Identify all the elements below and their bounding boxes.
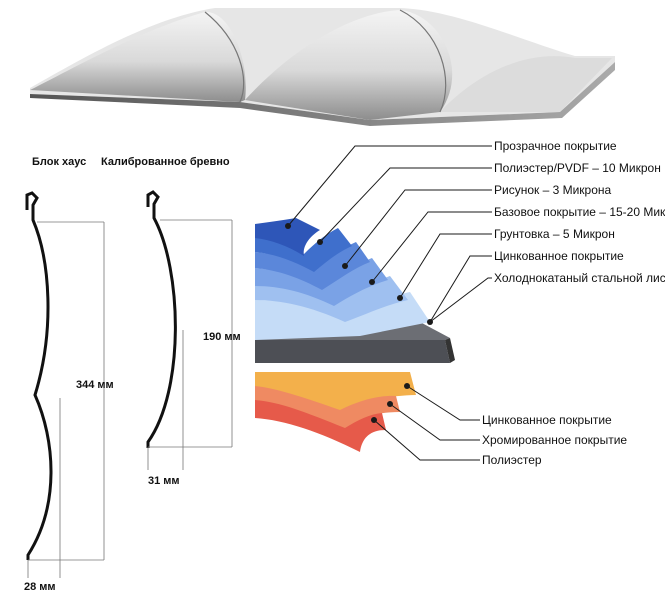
calibrated-log-depth-label: 31 мм [148,475,180,487]
block-house-height-label: 344 мм [76,379,114,391]
layer-label-primer: Грунтовка – 5 Микрон [494,227,615,241]
polyester-layer [255,228,352,294]
steel-sheet-front [255,340,450,363]
clear-coat-layer [255,218,320,282]
block-house-depth-label: 28 мм [24,581,56,593]
layer-label-zinc: Цинкованное покрытие [494,249,624,263]
block-house-profile [25,191,105,578]
bottom-polyester-layer [255,400,386,452]
leader-lines-bottom [373,385,480,461]
leader-lines-top [287,145,492,323]
bottom-label-polyester: Полиэстер [482,453,542,467]
calibrated-log-profile [146,190,233,470]
layer-label-clear-coat: Прозрачное покрытие [494,139,617,153]
layer-label-base-coat: Базовое покрытие – 15-20 Микрон [494,205,665,219]
block-house-title: Блок хаус [32,156,86,168]
bottom-label-chrome: Хромированное покрытие [482,433,627,447]
bottom-zinc-layer [255,372,416,412]
layer-label-pattern: Рисунок – 3 Микрона [494,183,612,197]
bottom-chrome-layer [255,386,400,430]
calibrated-log-height-label: 190 мм [203,331,241,343]
bottom-label-zinc: Цинкованное покрытие [482,413,612,427]
calibrated-log-title: Калиброванное бревно [101,156,230,168]
primer-layer [255,276,408,330]
layer-cross-section [255,218,455,452]
layer-label-steel-sheet: Холоднокатаный стальной лист [494,271,665,285]
layer-label-polyester-pvdf: Полиэстер/PVDF – 10 Микрон [494,161,661,175]
siding-panel-illustration [30,8,615,126]
